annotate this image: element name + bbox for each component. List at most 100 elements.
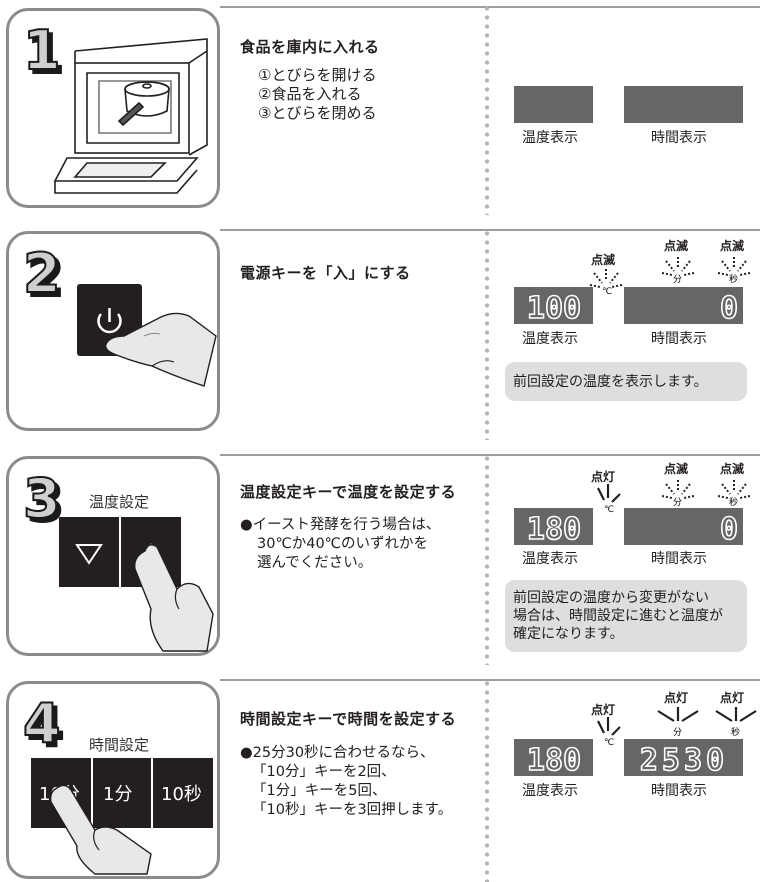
- pointing-hand-icon: [49, 784, 152, 875]
- time-display-label: 時間表示: [651, 331, 707, 347]
- time-display: 0: [624, 287, 743, 324]
- substep-item: ①とびらを開ける: [258, 66, 377, 84]
- step-number-badge: 1 1: [23, 25, 66, 79]
- step-3: 3 3 温度設定 温度設定キーで温度を設定する ●イースト発酵を行う場合は、 3…: [0, 450, 760, 665]
- svg-text:1: 1: [27, 25, 65, 79]
- svg-text:2: 2: [27, 248, 65, 302]
- temperature-lit-label: 点灯: [591, 470, 616, 484]
- note-line: 「10秒」キーを3回押します。: [252, 802, 453, 818]
- svg-text:3: 3: [23, 473, 61, 527]
- one-minute-key[interactable]: 1分: [93, 758, 151, 828]
- panel-title: 温度設定: [89, 493, 150, 511]
- step-1-illustration-frame: 1 1: [6, 8, 220, 208]
- svg-text:秒: 秒: [729, 273, 738, 283]
- dotted-separator: [484, 4, 490, 215]
- lit-indicator-icon: ℃: [597, 484, 621, 514]
- svg-text:秒: 秒: [731, 726, 740, 737]
- step-number-badge: 3 3: [23, 473, 66, 527]
- step-heading: 温度設定キーで温度を設定する: [240, 483, 457, 501]
- note-line: 選んでください。: [257, 555, 373, 571]
- ten-second-key[interactable]: 10秒: [153, 758, 213, 828]
- info-line: 場合は、時間設定に進むと温度が: [513, 608, 723, 624]
- time-display-label: 時間表示: [651, 130, 707, 146]
- step-4: 4 4 時間設定 10分 1分 10秒 時間設定キーで時間を設定する ●25分3…: [0, 675, 760, 882]
- segment-readout: 180: [526, 742, 582, 776]
- svg-text:100: 100: [527, 291, 581, 324]
- svg-text:0: 0: [720, 512, 738, 545]
- temperature-display-label: 温度表示: [522, 130, 578, 146]
- triangle-down-icon: [75, 544, 103, 565]
- temperature-display-label: 温度表示: [522, 331, 578, 347]
- segment-readout: 0: [719, 290, 739, 324]
- second-lit-label: 点灯: [720, 691, 745, 705]
- substep-item: ③とびらを閉める: [258, 104, 377, 122]
- panel-title: 時間設定: [89, 736, 150, 754]
- lit-indicator-icon: ℃: [597, 717, 621, 747]
- blink-indicator-icon: 分: [661, 257, 695, 283]
- svg-text:1: 1: [23, 25, 61, 79]
- step-heading: 電源キーを「入」にする: [240, 264, 411, 282]
- svg-text:2: 2: [23, 248, 61, 302]
- svg-text:4: 4: [27, 698, 65, 752]
- temperature-display: 180: [514, 508, 593, 545]
- step-2: 2 2 電源キーを「入」にする 点滅 点滅 点滅 ℃ 分 秒 100: [0, 225, 760, 440]
- note-line: ●イースト発酵を行う場合は、: [240, 517, 441, 533]
- time-display: [624, 86, 743, 123]
- dotted-separator: [484, 679, 490, 882]
- svg-text:分: 分: [673, 727, 682, 737]
- divider: [220, 229, 760, 231]
- dotted-separator: [484, 229, 490, 440]
- oven-illustration: [53, 38, 208, 194]
- blink-indicator-icon: 秒: [717, 480, 751, 506]
- substep-list: ①とびらを開ける ②食品を入れる ③とびらを閉める: [258, 66, 376, 123]
- svg-text:℃: ℃: [602, 287, 612, 295]
- svg-text:2530: 2530: [640, 743, 728, 776]
- lit-indicator-icon: 分: [657, 707, 699, 737]
- note-line: 「10分」キーを2回、: [252, 764, 396, 780]
- svg-text:℃: ℃: [604, 738, 614, 747]
- svg-text:分: 分: [673, 274, 682, 283]
- temperature-display: 180: [514, 739, 593, 776]
- segment-readout: 100: [526, 290, 582, 324]
- second-blink-label: 点滅: [720, 239, 745, 253]
- blink-indicator-icon: 分: [661, 480, 695, 506]
- dotted-separator: [484, 454, 490, 665]
- minute-blink-label: 点滅: [664, 462, 689, 476]
- segment-readout: 0: [719, 511, 739, 545]
- svg-text:180: 180: [527, 512, 581, 545]
- segment-readout: 180: [526, 511, 582, 545]
- minute-lit-label: 点灯: [664, 691, 689, 705]
- divider: [220, 6, 760, 8]
- time-display: 2530: [624, 739, 743, 776]
- key-label: 10秒: [161, 784, 202, 805]
- temperature-down-key[interactable]: [59, 517, 119, 587]
- pointing-hand-icon: [104, 312, 217, 387]
- step-heading: 食品を庫内に入れる: [240, 38, 380, 56]
- step-3-illustration-frame: 3 3 温度設定: [6, 456, 220, 656]
- svg-text:秒: 秒: [729, 496, 738, 506]
- svg-text:0: 0: [720, 291, 738, 324]
- svg-text:180: 180: [527, 743, 581, 776]
- note: ●イースト発酵を行う場合は、 30℃か40℃のいずれかを 選んでください。: [240, 516, 440, 573]
- info-box: 前回設定の温度を表示します。: [505, 362, 747, 401]
- step-2-illustration-frame: 2 2: [6, 231, 220, 431]
- temperature-display-label: 温度表示: [522, 551, 578, 567]
- time-display-label: 時間表示: [651, 783, 707, 799]
- divider: [220, 679, 760, 681]
- note-line: ●25分30秒に合わせるなら、: [240, 745, 435, 761]
- temperature-display: 100: [514, 287, 593, 324]
- blink-indicator-icon: ℃: [589, 269, 623, 295]
- info-box: 前回設定の温度から変更がない 場合は、時間設定に進むと温度が 確定になります。: [505, 580, 747, 652]
- time-display: 0: [624, 508, 743, 545]
- blink-indicator-icon: 秒: [717, 257, 751, 283]
- key-label: 1分: [103, 784, 133, 805]
- step-1: 1 1 食品を庫内に入れる ①とびらを開ける: [0, 0, 760, 215]
- svg-text:3: 3: [27, 473, 65, 527]
- minute-blink-label: 点滅: [664, 239, 689, 253]
- svg-text:℃: ℃: [604, 505, 614, 514]
- note: ●25分30秒に合わせるなら、 「10分」キーを2回、 「1分」キーを5回、 「…: [240, 744, 452, 820]
- second-blink-label: 点滅: [720, 462, 745, 476]
- lit-indicator-icon: 秒: [715, 707, 757, 737]
- time-display-label: 時間表示: [651, 551, 707, 567]
- step-number-badge: 4 4: [23, 698, 66, 752]
